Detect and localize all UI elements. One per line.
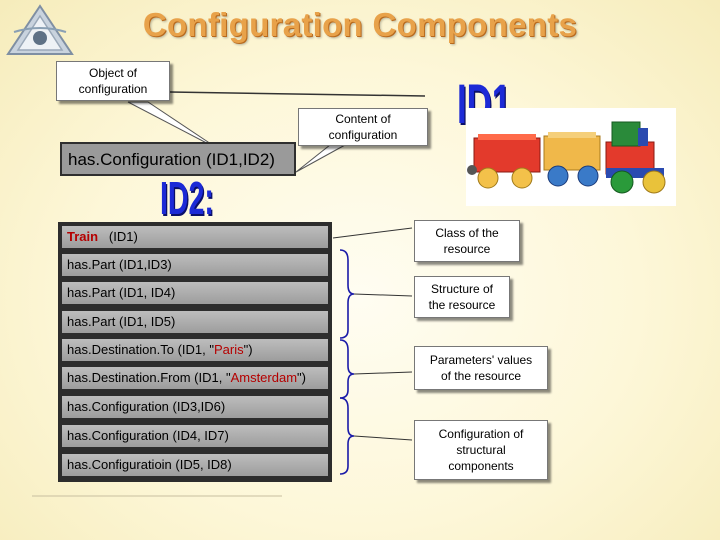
row-text: (ID1) xyxy=(98,229,138,244)
row-text: ") xyxy=(297,370,306,385)
row-text: ") xyxy=(243,342,253,357)
table-row: has.Configuration (ID4, ID7) xyxy=(62,425,328,447)
callout-configuration-of-structural-components: Configuration of structural components xyxy=(414,420,548,480)
callout-object-of-configuration: Object of configuration xyxy=(56,61,170,101)
id2-property-table: Train (ID1) has.Part (ID1,ID3) has.Part … xyxy=(58,222,332,482)
table-row: has.Part (ID1, ID4) xyxy=(62,282,328,304)
has-configuration-box: has.Configuration (ID1,ID2) xyxy=(60,142,296,176)
table-row: has.Destination.To (ID1, "Paris") xyxy=(62,339,328,361)
row-text: has.Destination.From (ID1, " xyxy=(67,370,231,385)
logo xyxy=(4,2,76,58)
callout-parameters-values: Parameters' values of the resource xyxy=(414,346,548,390)
row-text: has.Destination.To (ID1, " xyxy=(67,342,214,357)
train-class-label: Train xyxy=(67,229,99,244)
has-configuration-args: (ID1,ID2) xyxy=(201,150,275,169)
toy-train-image xyxy=(466,108,676,206)
table-row: has.Destination.From (ID1, "Amsterdam") xyxy=(62,367,328,389)
table-row: has.Part (ID1, ID5) xyxy=(62,311,328,333)
id2-label: ID2: xyxy=(160,172,214,224)
callout-class-of-resource: Class of the resource xyxy=(414,220,520,262)
has-configuration-prefix: has.Configuration xyxy=(68,150,202,169)
callout-content-of-configuration: Content of configuration xyxy=(298,108,428,146)
page-title: Configuration Components xyxy=(142,6,578,43)
destination-value: Paris xyxy=(213,342,244,357)
table-row: has.Part (ID1,ID3) xyxy=(62,254,328,276)
table-row: has.Configuration (ID3,ID6) xyxy=(62,396,328,418)
origin-value: Amsterdam xyxy=(230,370,298,385)
table-row: has.Configuratioin (ID5, ID8) xyxy=(62,454,328,476)
callout-structure-of-resource: Structure of the resource xyxy=(414,276,510,318)
table-row: Train (ID1) xyxy=(62,226,328,248)
